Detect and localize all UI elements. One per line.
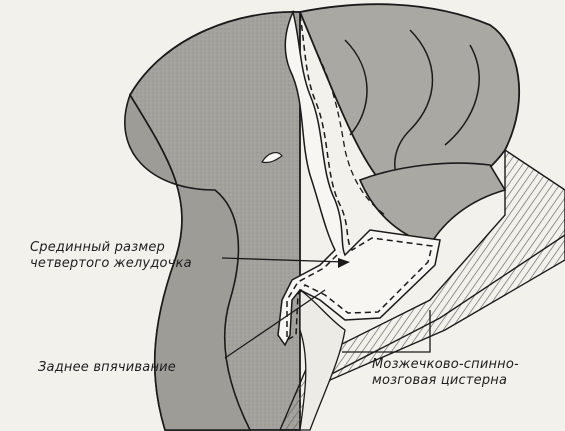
label-median-line1: Срединный размер xyxy=(30,240,192,256)
label-posterior-recess: Заднее впячивание xyxy=(38,360,176,376)
label-median-size: Срединный размер четвертого желудочка xyxy=(30,240,192,272)
label-cistern-line1: Мозжечково-спинно- xyxy=(372,357,519,373)
label-median-line2: четвертого желудочка xyxy=(30,256,192,272)
label-cistern: Мозжечково-спинно- мозговая цистерна xyxy=(372,357,519,389)
label-cistern-line2: мозговая цистерна xyxy=(372,373,519,389)
